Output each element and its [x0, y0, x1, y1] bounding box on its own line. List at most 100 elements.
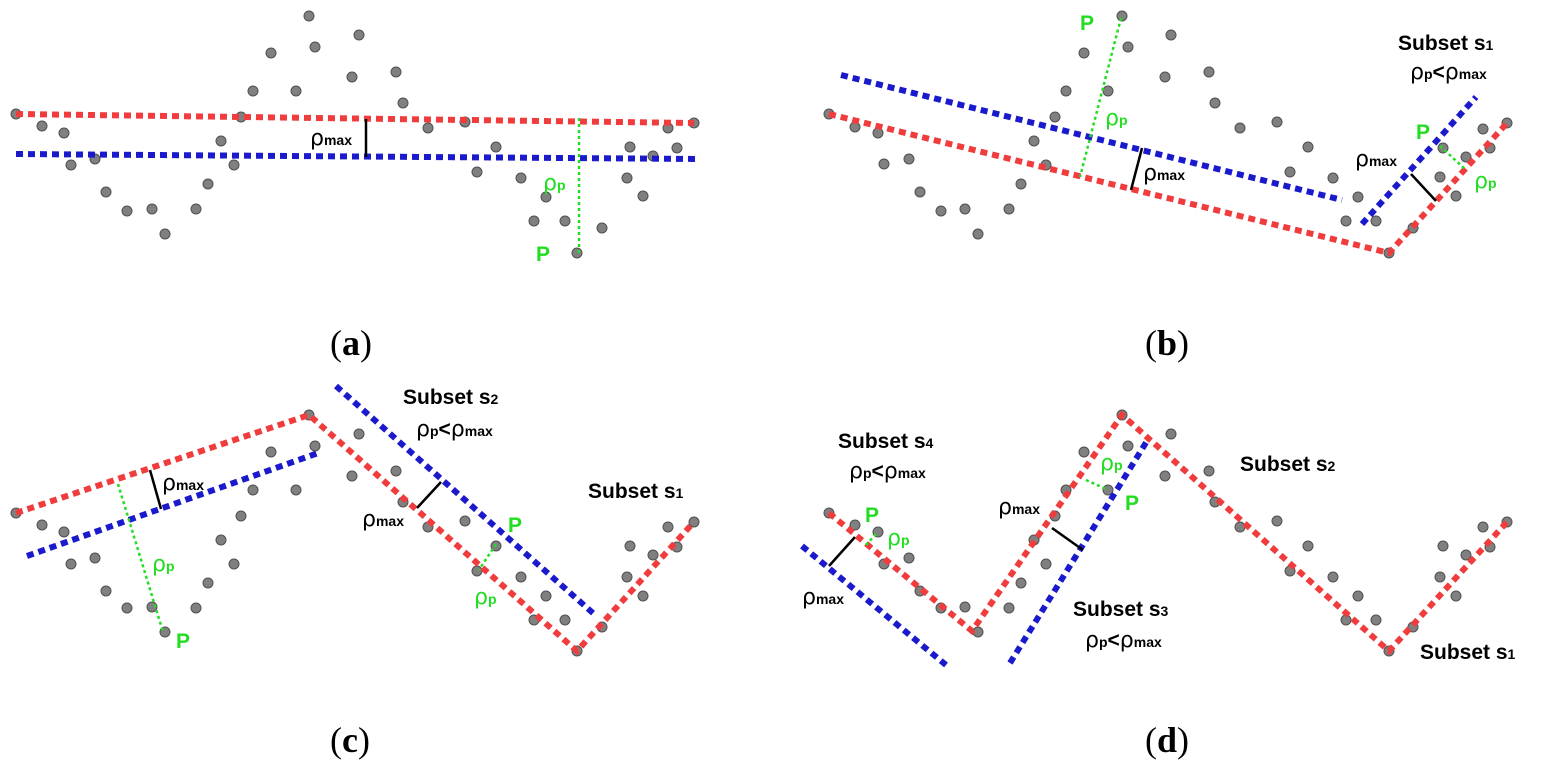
data-point	[878, 158, 890, 170]
data-point	[309, 440, 321, 452]
data-point	[624, 540, 636, 552]
panel-a: ρmax ρp P (a)	[10, 10, 701, 363]
rho-p-label: ρp	[1105, 106, 1128, 131]
data-point	[1340, 215, 1352, 227]
data-point	[397, 97, 409, 109]
data-point	[637, 190, 649, 202]
data-point	[265, 47, 277, 59]
data-point	[89, 552, 101, 564]
rho-max-label: ρmax	[362, 507, 404, 532]
data-point	[1003, 203, 1015, 215]
split-line	[15, 411, 697, 656]
panel-caption: (c)	[330, 720, 370, 760]
data-point	[290, 85, 302, 97]
data-point	[1370, 614, 1382, 626]
point-p-label: P	[536, 243, 550, 266]
data-point	[490, 141, 502, 153]
rho-max-label: ρmax	[998, 495, 1040, 520]
data-point	[309, 41, 321, 53]
data-point	[1203, 66, 1215, 78]
approx-line	[334, 383, 596, 617]
data-point	[265, 446, 277, 458]
data-point	[959, 203, 971, 215]
rho-p-distance	[116, 483, 165, 633]
panel-b: ρmax ρp P ρmax ρp P Subset s1 ρp<ρmax (b…	[823, 10, 1513, 363]
data-point	[1234, 122, 1246, 134]
rho-max-marker	[1410, 173, 1437, 202]
rho-max-label: ρmax	[162, 471, 204, 496]
data-point	[1028, 135, 1040, 147]
data-point	[914, 186, 926, 198]
data-point	[346, 71, 358, 83]
rho-p-label: ρp	[152, 552, 175, 577]
rho-max-label: ρmax	[1143, 161, 1185, 186]
data-point	[190, 602, 202, 614]
data-point	[235, 510, 247, 522]
point-p-label: P	[508, 514, 522, 537]
data-point	[146, 203, 158, 215]
data-point	[100, 585, 112, 597]
data-point	[528, 215, 540, 227]
data-point	[58, 526, 70, 538]
data-point	[1165, 428, 1177, 440]
subset-label: Subset s1	[1398, 32, 1494, 55]
rho-max-marker	[148, 469, 163, 510]
data-point	[65, 558, 77, 570]
data-point	[1477, 123, 1489, 135]
approx-line	[15, 151, 701, 162]
rho-p-distance	[1085, 478, 1107, 491]
data-point	[228, 558, 240, 570]
rho-p-label: ρp	[887, 526, 910, 551]
data-point	[647, 549, 659, 561]
rho-p-distance	[1078, 17, 1123, 178]
data-point	[662, 521, 674, 533]
data-point	[1477, 521, 1489, 533]
data-point	[903, 153, 915, 165]
data-point	[1060, 85, 1072, 97]
data-point	[471, 166, 483, 178]
rho-p-label: ρp	[474, 585, 497, 610]
data-point	[1165, 29, 1177, 41]
data-point	[1370, 215, 1382, 227]
data-point	[1450, 190, 1462, 202]
subset-condition: ρp<ρmax	[1085, 628, 1162, 653]
data-point	[1271, 116, 1283, 128]
data-point	[228, 159, 240, 171]
data-point	[1460, 151, 1472, 163]
split-line	[15, 111, 695, 126]
data-point	[159, 228, 171, 240]
rho-max-label: ρmax	[1355, 147, 1397, 172]
data-point	[247, 484, 259, 496]
panel-d: ρmax ρp P ρmax ρp P Subset s4 ρp<ρmax Su…	[800, 409, 1516, 760]
split-line	[827, 410, 1510, 656]
panel-d-points	[823, 409, 1513, 657]
data-point	[540, 590, 552, 602]
data-point	[65, 159, 77, 171]
data-point	[559, 215, 571, 227]
point-p-label: P	[1080, 12, 1094, 35]
data-point	[1203, 465, 1215, 477]
data-point	[1460, 549, 1472, 561]
data-point	[202, 577, 214, 589]
data-point	[1352, 191, 1364, 203]
data-point	[1049, 111, 1061, 123]
point-p-label: P	[1125, 492, 1139, 515]
data-point	[621, 172, 633, 184]
data-point	[1102, 85, 1114, 97]
panel-caption: (b)	[1145, 323, 1189, 363]
data-point	[247, 85, 259, 97]
rho-max-label: ρmax	[310, 126, 352, 151]
data-point	[1352, 590, 1364, 602]
point-p-label: P	[1416, 121, 1430, 144]
split-line	[828, 111, 1510, 257]
data-point	[471, 565, 483, 577]
rho-p-distance	[477, 543, 498, 571]
data-point	[637, 590, 649, 602]
approx-line	[840, 72, 1343, 203]
data-point	[215, 534, 227, 546]
data-point	[1159, 470, 1171, 482]
subset-condition: ρp<ρmax	[1410, 60, 1487, 85]
data-point	[1122, 41, 1134, 53]
rho-max-label: ρmax	[802, 585, 844, 610]
